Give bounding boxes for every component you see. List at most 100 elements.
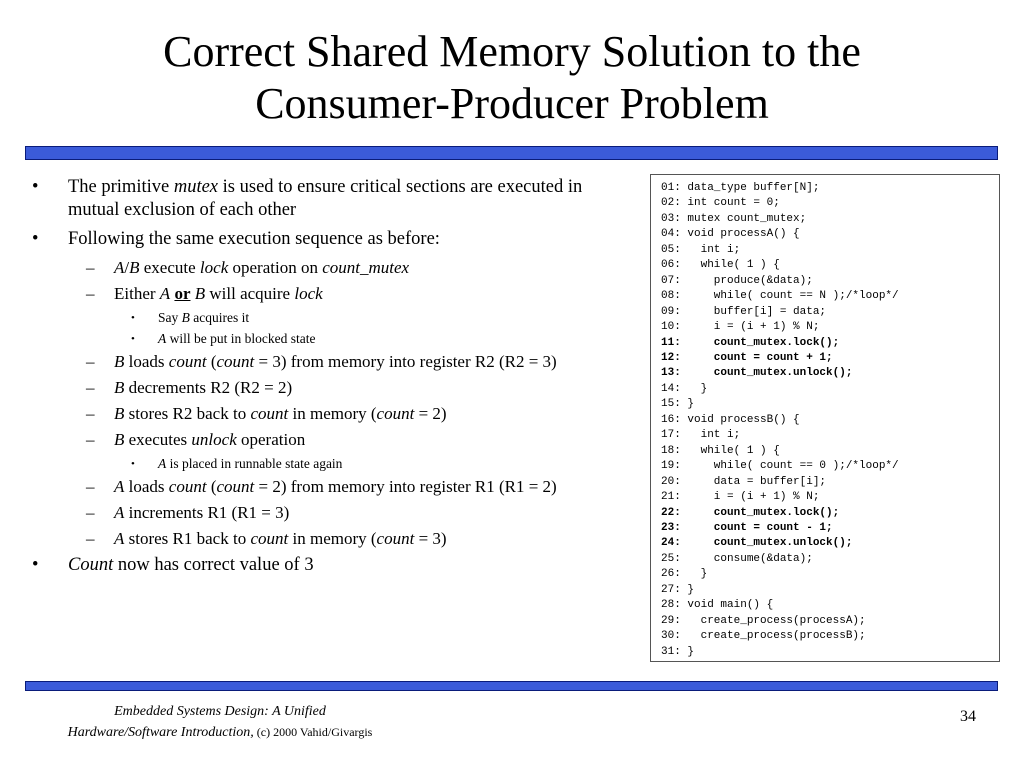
bullet-text-em: Count [68, 555, 114, 575]
bullet-text-em: count [376, 404, 415, 423]
code-line: 28: void main() { [661, 599, 774, 612]
bullet-mutex: • The primitive mutex is used to ensure … [28, 176, 608, 222]
bullet-text: decrements R2 (R2 = 2) [124, 378, 293, 397]
bullet-text: stores R2 back to [124, 404, 251, 423]
bullet-text-em: A [114, 477, 125, 496]
bullet-text: now has correct value of 3 [113, 555, 314, 575]
footer-copyright: (c) 2000 Vahid/Givargis [253, 725, 373, 739]
bullet-text-em: count [250, 529, 289, 548]
sub-bullet-execute-lock: – A/B execute lock operation on count_mu… [28, 257, 608, 279]
bullet-text-em: A [114, 258, 125, 277]
dash-marker: – [86, 352, 95, 371]
bullet-text: is used to ensure critical sections are … [68, 177, 583, 220]
bullet-text: = 3) from memory into register R2 (R2 = … [254, 352, 557, 371]
bullet-text: increments R1 (R1 = 3) [124, 503, 290, 522]
bullet-text-em: mutex [173, 177, 219, 197]
code-line: 16: void processB() { [661, 413, 800, 426]
code-line: 01: data_type buffer[N]; [661, 182, 820, 194]
code-line: 09: buffer[i] = data; [661, 305, 827, 318]
sub-bullet-b-stores: – B stores R2 back to count in memory (c… [28, 403, 608, 425]
bullet-text: is placed in runnable state again [166, 456, 343, 471]
code-listing: 01: data_type buffer[N]; 02: int count = … [650, 174, 1000, 662]
code-line: 27: } [661, 583, 695, 596]
bullet-text: execute [139, 258, 200, 277]
code-line: 05: int i; [661, 243, 741, 256]
bullet-text-em: B [194, 284, 206, 303]
code-line: 11: count_mutex.lock(); [661, 336, 840, 349]
sub-bullet-a-stores: – A stores R1 back to count in memory (c… [28, 528, 608, 550]
sub-sub-bullet-a-blocked: • A will be put in blocked state [28, 330, 608, 348]
bullet-text-em: B [129, 258, 140, 277]
bullet-sequence: • Following the same execution sequence … [28, 228, 608, 251]
bullet-marker: • [32, 177, 39, 197]
code-line: 04: void processA() { [661, 228, 800, 241]
small-bullet-marker: • [131, 458, 135, 470]
code-line: 30: create_process(processB); [661, 630, 866, 643]
bullet-text-em: count [168, 352, 207, 371]
sub-bullet-b-decrements: – B decrements R2 (R2 = 2) [28, 377, 608, 399]
bullet-text: acquires it [189, 310, 250, 325]
sub-bullet-acquire-lock: – Either A or B will acquire lock [28, 283, 608, 305]
code-line: 07: produce(&data); [661, 274, 813, 287]
code-line: 02: int count = 0; [661, 197, 780, 210]
code-line: 24: count_mutex.unlock(); [661, 537, 853, 550]
bullet-text-em: count [216, 352, 255, 371]
code-line: 29: create_process(processA); [661, 614, 866, 627]
code-line: 21: i = (i + 1) % N; [661, 491, 820, 504]
slide-title: Correct Shared Memory Solution to the Co… [0, 26, 1024, 130]
code-line: 06: while( 1 ) { [661, 259, 780, 272]
code-line: 13: count_mutex.unlock(); [661, 367, 853, 380]
sub-bullet-b-loads: – B loads count (count = 3) from memory … [28, 351, 608, 373]
bullet-text: operation on [228, 258, 323, 277]
code-line: 10: i = (i + 1) % N; [661, 321, 820, 334]
code-line: 12: count = count + 1; [661, 351, 833, 364]
code-line: 19: while( count == 0 );/*loop*/ [661, 460, 899, 473]
bullet-text: operation [236, 430, 306, 449]
bullet-text: in memory ( [288, 529, 377, 548]
sub-bullet-a-increments: – A increments R1 (R1 = 3) [28, 502, 608, 524]
bullet-text-em: B [181, 310, 190, 325]
bullet-list: • The primitive mutex is used to ensure … [28, 176, 608, 583]
code-line: 20: data = buffer[i]; [661, 475, 827, 488]
small-bullet-marker: • [131, 312, 135, 324]
sub-sub-bullet-a-runnable: • A is placed in runnable state again [28, 455, 608, 473]
slide-title-line-1: Correct Shared Memory Solution to the [163, 27, 861, 76]
bullet-text: Following the same execution sequence as… [68, 229, 440, 249]
code-line: 14: } [661, 382, 708, 395]
dash-marker: – [86, 477, 95, 496]
bullet-text: Say [158, 310, 182, 325]
code-line: 23: count = count - 1; [661, 521, 833, 534]
dash-marker: – [86, 503, 95, 522]
bullet-text: = 3) [414, 529, 447, 548]
code-line: 15: } [661, 398, 695, 411]
sub-bullet-a-loads: – A loads count (count = 2) from memory … [28, 476, 608, 498]
footer-citation: Embedded Systems Design: A Unified Hardw… [30, 702, 410, 743]
bullet-text-em: A [114, 529, 125, 548]
footer-book-subtitle: Hardware/Software Introduction, [67, 725, 254, 740]
code-line: 08: while( count == N );/*loop*/ [661, 290, 899, 303]
bullet-text: in memory ( [288, 404, 377, 423]
bullet-text: executes [124, 430, 192, 449]
code-line: 31: } [661, 645, 695, 658]
code-line: 25: consume(&data); [661, 552, 813, 565]
sub-sub-bullet-b-acquires: • Say B acquires it [28, 309, 608, 327]
code-line: 26: } [661, 568, 708, 581]
page-number: 34 [960, 708, 976, 725]
dash-marker: – [86, 529, 95, 548]
small-bullet-marker: • [131, 333, 135, 345]
bullet-text: will acquire [205, 284, 295, 303]
dash-marker: – [86, 258, 95, 277]
bullet-text: loads [124, 352, 169, 371]
bullet-text-em: count_mutex [322, 258, 410, 277]
code-line: 18: while( 1 ) { [661, 444, 780, 457]
bullet-text: The primitive [68, 177, 174, 197]
slide-title-line-2: Consumer-Producer Problem [255, 79, 769, 128]
sub-bullet-b-unlock: – B executes unlock operation [28, 429, 608, 451]
top-divider-bar [25, 146, 998, 160]
bullet-text-em: B [114, 430, 125, 449]
bullet-text-em: count [250, 404, 289, 423]
dash-marker: – [86, 404, 95, 423]
bullet-marker: • [32, 229, 39, 249]
bullet-text-em: A [159, 284, 171, 303]
code-line: 03: mutex count_mutex; [661, 212, 807, 225]
